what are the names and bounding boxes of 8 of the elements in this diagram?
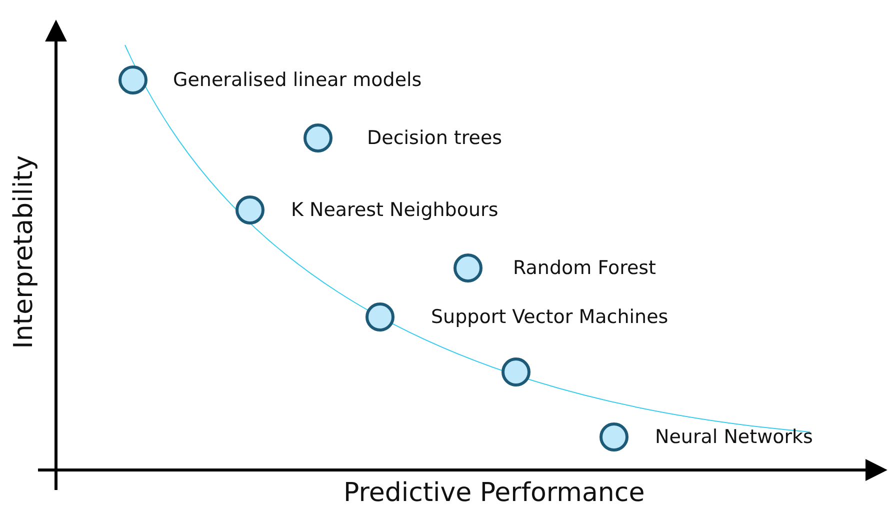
point-label: Generalised linear models xyxy=(173,69,422,91)
point-label: K Nearest Neighbours xyxy=(291,199,498,221)
point-label: Decision trees xyxy=(367,127,502,149)
axis-title: Interpretability xyxy=(8,155,39,349)
axis-title: Predictive Performance xyxy=(344,478,645,508)
point-label: Support Vector Machines xyxy=(431,306,668,328)
point-label: Neural Networks xyxy=(655,426,813,448)
point-label: Random Forest xyxy=(513,257,656,279)
